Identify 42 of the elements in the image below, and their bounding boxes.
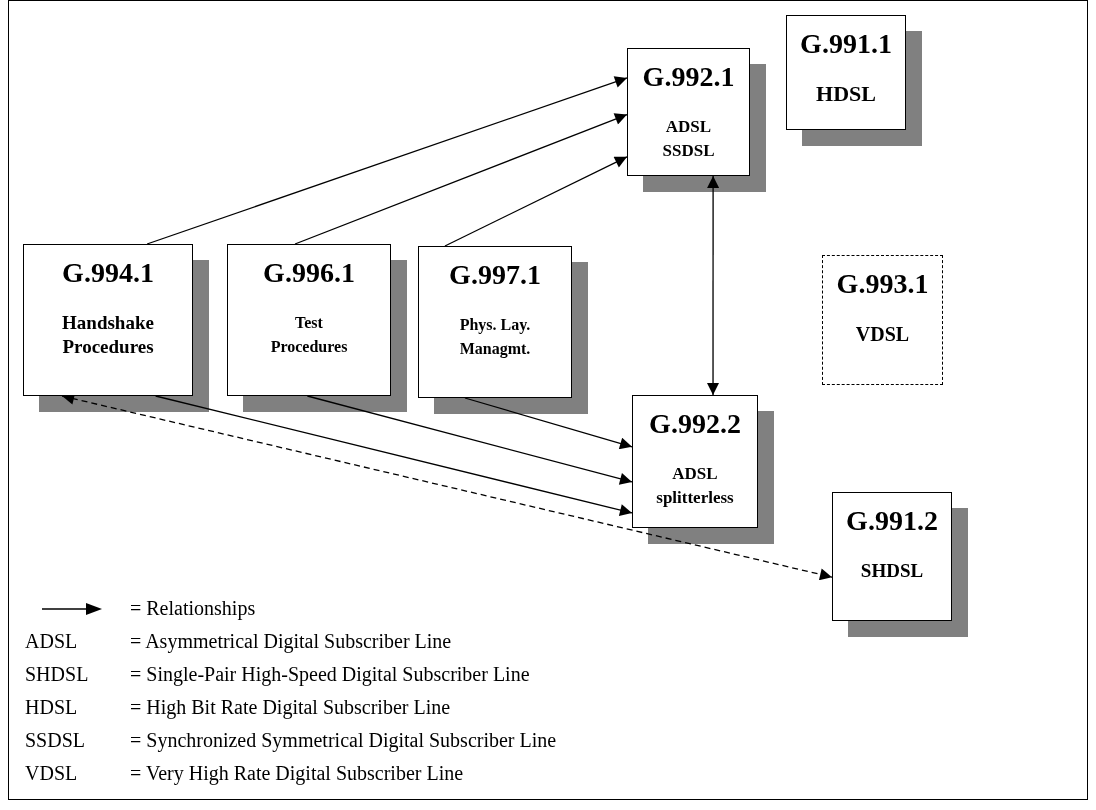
standard-box: [832, 492, 952, 621]
standard-name: Test Procedures: [269, 313, 349, 357]
arrow: [146, 76, 628, 245]
standard-number: G.991.1: [800, 28, 892, 60]
definition: = Asymmetrical Digital Subscriber Line: [130, 629, 453, 655]
standard-name: ADSL splitterless: [655, 463, 735, 509]
standard-number: G.992.2: [649, 408, 741, 440]
standard-box: [227, 244, 391, 396]
standard-number: G.991.2: [846, 505, 938, 537]
arrow: [306, 395, 633, 485]
arrow: [294, 113, 628, 245]
definition: = Single-Pair High-Speed Digital Subscriber Line: [130, 662, 531, 688]
standard-name: SHDSL: [859, 559, 925, 583]
standard-box: [786, 15, 906, 130]
standard-number: G.992.1: [642, 61, 735, 93]
arrow: [154, 395, 633, 516]
abbreviation: VDSL: [25, 761, 79, 786]
standard-number: G.997.1: [449, 259, 541, 291]
standard-name: HDSL: [815, 82, 877, 106]
standard-number: G.994.1: [62, 257, 154, 289]
abbreviation: SHDSL: [25, 662, 90, 687]
standard-name: ADSL SSDSL: [661, 116, 716, 162]
abbreviation: ADSL: [25, 629, 79, 654]
abbreviation: SSDSL: [25, 728, 87, 753]
standard-number: G.996.1: [263, 257, 355, 289]
standard-box: [822, 255, 943, 385]
definition: = High Bit Rate Digital Subscriber Line: [130, 695, 452, 721]
arrow: [464, 397, 633, 450]
standard-box: [418, 246, 572, 398]
standard-box: [632, 395, 758, 528]
standard-name: VDSL: [854, 322, 911, 346]
standard-box: [23, 244, 193, 396]
standard-name: Phys. Lay. Managmt.: [458, 315, 532, 360]
arrow: [707, 175, 720, 396]
definition: = Synchronized Symmetrical Digital Subscriber Line: [130, 728, 557, 754]
arrow: [444, 156, 628, 247]
abbreviation: HDSL: [25, 695, 79, 720]
standard-name: Handshake Procedures: [61, 311, 155, 359]
standard-box: [627, 48, 750, 176]
definition: = Very High Rate Digital Subscriber Line: [130, 761, 465, 787]
legend-text: = Relationships: [130, 596, 257, 622]
standard-number: G.993.1: [836, 268, 929, 300]
